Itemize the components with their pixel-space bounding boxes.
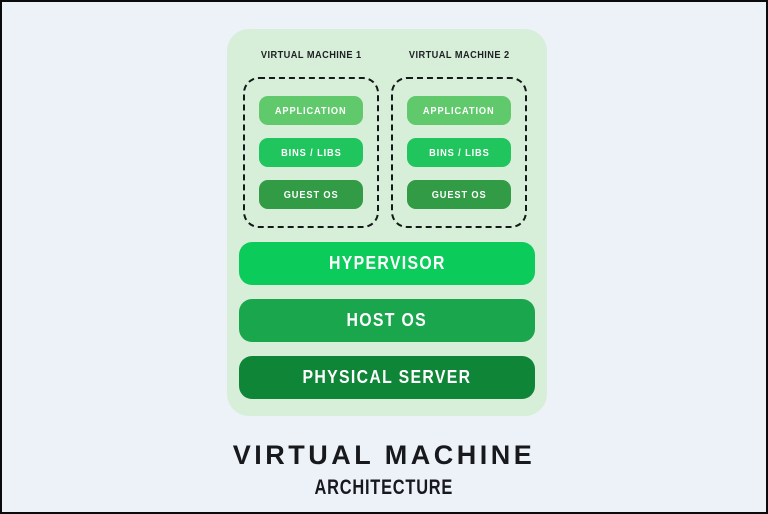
vm-group-2-title-text: VIRTUAL MACHINE 2 (408, 49, 510, 61)
vm1-layer-guest-os: GUEST OS (259, 180, 363, 209)
vm-group-1-title: VIRTUAL MACHINE 1 (243, 49, 379, 61)
vm1-layer-application: APPLICATION (259, 96, 363, 125)
diagram-subtitle-text: ARCHITECTURE (314, 476, 454, 499)
layer-host-os-label: HOST OS (346, 310, 428, 330)
vm-architecture-panel: VIRTUAL MACHINE 1 VIRTUAL MACHINE 2 APPL… (227, 29, 547, 416)
vm1-layer-application-label: APPLICATION (275, 104, 347, 117)
vm1-layer-bins-libs-label: BINS / LIBS (280, 146, 342, 159)
vm1-layer-guest-os-label: GUEST OS (283, 188, 339, 201)
layer-hypervisor-label: HYPERVISOR (328, 253, 446, 273)
vm2-layer-guest-os: GUEST OS (407, 180, 511, 209)
vm-group-2-box: APPLICATION BINS / LIBS GUEST OS (391, 77, 527, 228)
vm-group-2-title: VIRTUAL MACHINE 2 (391, 49, 527, 61)
diagram-title: VIRTUAL MACHINE (232, 440, 536, 470)
layer-physical-server-label: PHYSICAL SERVER (302, 367, 472, 387)
vm1-layer-bins-libs: BINS / LIBS (259, 138, 363, 167)
vm2-layer-bins-libs-label: BINS / LIBS (428, 146, 490, 159)
layer-hypervisor: HYPERVISOR (239, 242, 535, 285)
vm2-layer-application: APPLICATION (407, 96, 511, 125)
vm-group-1-title-text: VIRTUAL MACHINE 1 (260, 49, 362, 61)
vm2-layer-guest-os-label: GUEST OS (431, 188, 487, 201)
vm2-layer-application-label: APPLICATION (423, 104, 495, 117)
title-block: VIRTUAL MACHINE ARCHITECTURE (2, 440, 766, 500)
layer-host-os: HOST OS (239, 299, 535, 342)
diagram-subtitle: ARCHITECTURE (2, 476, 766, 500)
layer-physical-server: PHYSICAL SERVER (239, 356, 535, 399)
vm2-layer-bins-libs: BINS / LIBS (407, 138, 511, 167)
vm-group-1-box: APPLICATION BINS / LIBS GUEST OS (243, 77, 379, 228)
